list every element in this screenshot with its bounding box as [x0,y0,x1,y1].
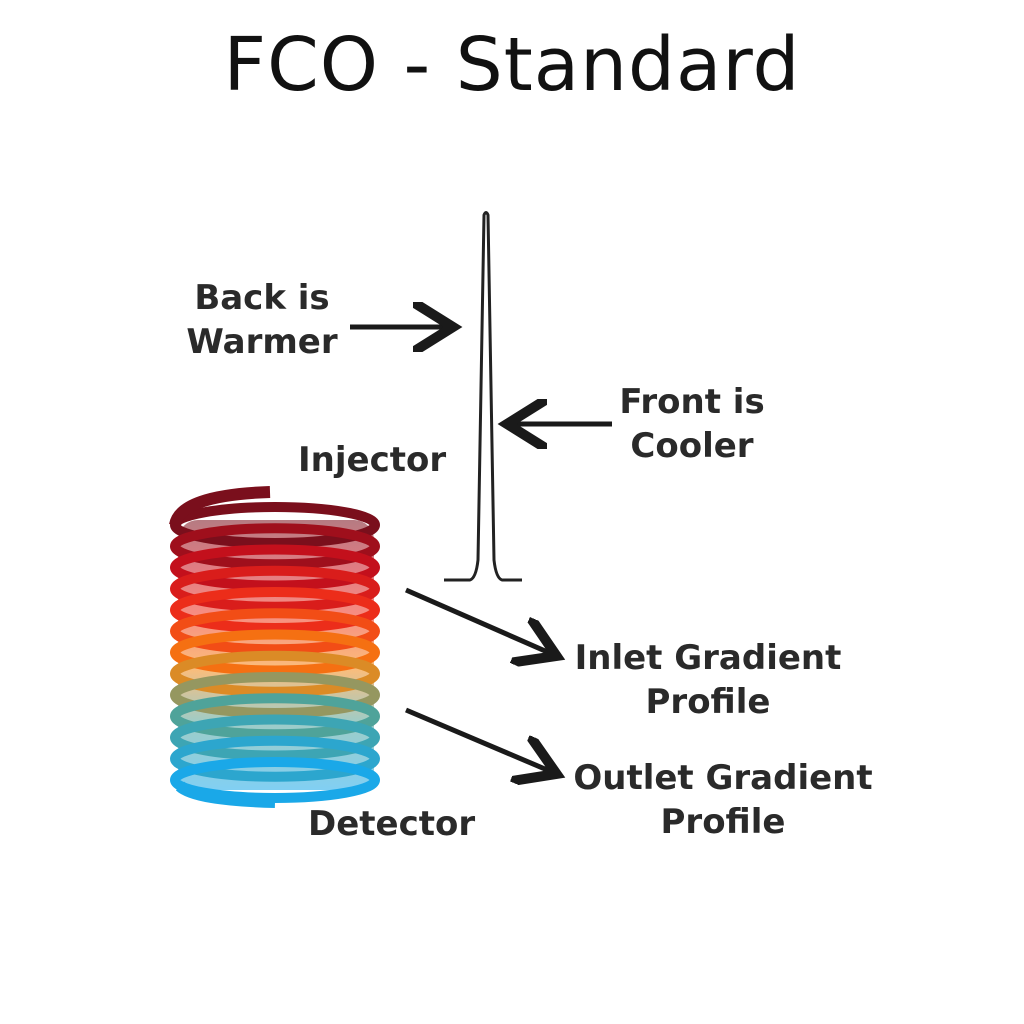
injector-label: Injector [298,440,447,480]
coil-loop [170,650,380,697]
diagram-title: FCO - Standard [223,22,801,108]
coil-loop [170,523,380,570]
outlet-arrow [405,707,552,772]
coil-loop [170,608,380,655]
coil-loop [170,714,380,761]
column-coil [169,486,380,808]
inlet-arrow [404,587,552,654]
detector-label: Detector [308,804,476,844]
coil-end [175,781,276,808]
coil-loop [170,672,380,718]
coil-loop [170,565,380,612]
coil-start [169,486,271,527]
coil-loop [170,544,380,591]
coil-loop [170,629,380,676]
coil-loop [170,587,380,633]
coil-loop [170,693,380,740]
peak-trace [444,211,522,582]
coil-loop [170,735,380,782]
